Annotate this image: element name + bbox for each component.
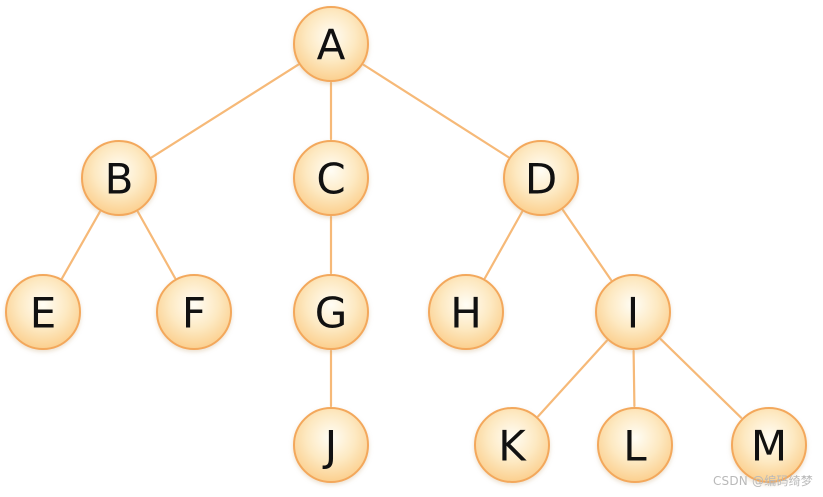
node-label: E (30, 289, 57, 338)
node-circle (156, 274, 232, 350)
node-g: G (293, 274, 369, 350)
node-h: H (428, 274, 504, 350)
node-label: I (627, 289, 639, 338)
node-k: K (474, 407, 550, 483)
node-circle (293, 6, 369, 82)
edge-d-h (483, 210, 524, 280)
edge-b-e (61, 210, 101, 280)
watermark: CSDN @编码绮梦 (712, 474, 813, 488)
node-label: J (322, 422, 337, 471)
node-label: K (498, 422, 527, 471)
node-d: D (503, 140, 579, 216)
node-circle (731, 407, 807, 483)
edge-i-k (537, 339, 608, 418)
node-i: I (595, 274, 671, 350)
node-circle (474, 407, 550, 483)
node-circle (597, 407, 673, 483)
node-label: G (315, 289, 348, 338)
edge-d-i (561, 209, 613, 281)
node-circle (503, 140, 579, 216)
node-label: F (182, 289, 206, 338)
node-label: M (751, 422, 787, 471)
node-label: B (105, 155, 134, 204)
node-l: L (597, 407, 673, 483)
edge-i-l (632, 349, 636, 408)
node-b: B (81, 140, 157, 216)
edge-a-b (150, 63, 300, 159)
edge-i-m (659, 338, 743, 419)
node-circle (293, 140, 369, 216)
node-circle (5, 274, 81, 350)
node-f: F (156, 274, 232, 350)
node-m: M (731, 407, 807, 483)
node-circle (595, 274, 671, 350)
node-circle (81, 140, 157, 216)
node-a: A (293, 6, 369, 82)
node-circle (428, 274, 504, 350)
node-label: H (450, 289, 482, 338)
node-label: C (316, 155, 345, 204)
node-circle (293, 407, 369, 483)
node-circle (293, 274, 369, 350)
edge-a-d (362, 63, 510, 159)
node-label: D (525, 155, 557, 204)
node-e: E (5, 274, 81, 350)
node-label: A (317, 21, 346, 70)
edge-b-f (136, 210, 177, 280)
node-c: C (293, 140, 369, 216)
node-j: J (293, 407, 369, 483)
nodes-layer: A B C D E F G H I J K L M (5, 6, 807, 483)
node-label: L (623, 422, 647, 471)
edges-layer (61, 63, 743, 419)
